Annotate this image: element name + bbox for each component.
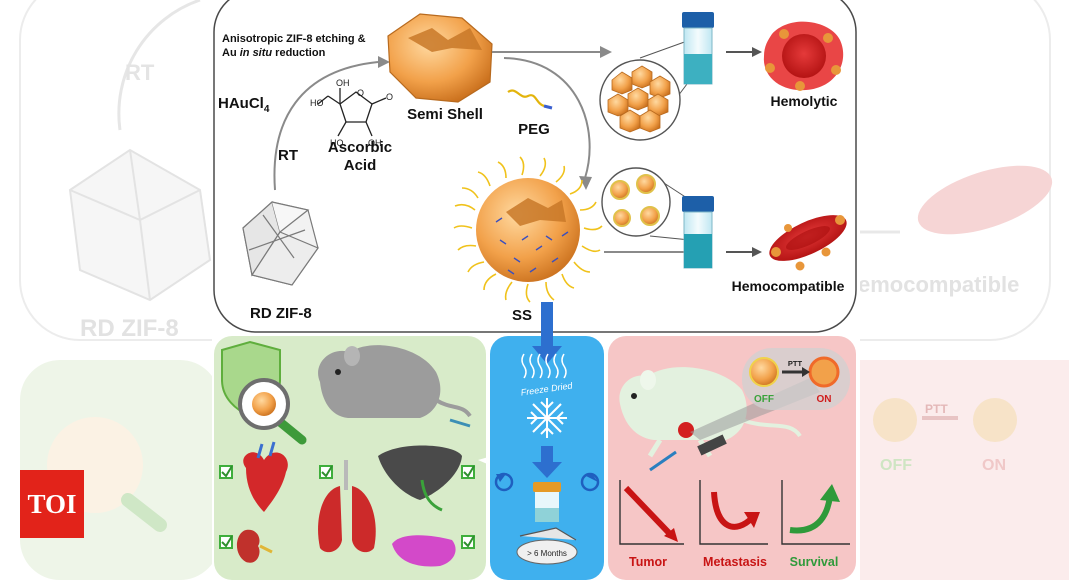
ascorbic-acid-structure xyxy=(317,88,387,137)
etching-label-line2: Au in situ reduction xyxy=(222,47,326,59)
tumor-outcome-plot xyxy=(619,480,684,545)
ascorbic-label-line2: Acid xyxy=(344,157,377,174)
vial-hemolytic xyxy=(682,12,714,85)
vapor-icon xyxy=(521,353,567,379)
rd-zif8-label: RD ZIF-8 xyxy=(250,305,312,322)
peg-chain xyxy=(507,89,545,108)
hemolytic-label: Hemolytic xyxy=(771,93,838,109)
dispersed-zoom-circle xyxy=(601,167,691,241)
hemocompatible-label: Hemocompatible xyxy=(732,278,845,294)
bg-hemocompatible-text: emocompatible xyxy=(858,272,1019,297)
metastasis-outcome-plot xyxy=(699,480,768,545)
haucl4-label: HAuCl4 xyxy=(218,95,270,115)
hemocompatible-cell xyxy=(769,215,847,271)
check-icons xyxy=(219,465,475,549)
spleen-organ xyxy=(392,535,456,567)
bg-rd-zif8-text: RD ZIF-8 xyxy=(80,315,179,342)
etching-label-line1: Anisotropic ZIF-8 etching & xyxy=(222,33,366,45)
tumor-label: Tumor xyxy=(629,555,667,569)
survival-outcome-plot xyxy=(781,480,850,545)
cycle-arrow-right-icon xyxy=(580,472,600,492)
bg-rt-text: RT xyxy=(125,60,155,85)
ss-particle xyxy=(453,156,603,303)
svg-text:OH: OH xyxy=(368,138,382,148)
mouse-grey xyxy=(318,345,472,428)
aggregate-zoom-circle xyxy=(599,39,691,141)
petri-dish xyxy=(516,527,578,565)
zif8-crystal xyxy=(242,200,319,286)
on-label: ON xyxy=(817,394,832,405)
semi-shell-label: Semi Shell xyxy=(407,106,483,123)
metastasis-label: Metastasis xyxy=(703,555,767,569)
months-label: > 6 Months xyxy=(527,549,567,558)
peg-label: PEG xyxy=(518,121,550,138)
bg-off-text: OFF xyxy=(880,457,912,474)
liver-organ xyxy=(378,445,462,512)
kidney-organ xyxy=(236,529,273,563)
svg-text:HO: HO xyxy=(310,98,324,108)
storage-vial xyxy=(533,482,561,522)
survival-label: Survival xyxy=(790,555,839,569)
cycle-arrow-left-icon xyxy=(494,472,514,492)
svg-text:HO: HO xyxy=(330,138,344,148)
svg-text:O: O xyxy=(357,88,364,98)
bg-red-cell xyxy=(917,165,1053,235)
ptt-label: PTT xyxy=(788,359,803,368)
snowflake-icon xyxy=(527,398,567,438)
bg-red-block xyxy=(858,360,1069,580)
off-label: OFF xyxy=(754,394,774,405)
bg-zif8-shape xyxy=(68,148,212,302)
hemolytic-cell xyxy=(763,21,844,91)
svg-text:OH: OH xyxy=(336,78,350,88)
lungs-organ xyxy=(318,460,376,553)
bg-ptt-text: PTT xyxy=(925,402,948,416)
toi-logo: TOI xyxy=(20,470,84,538)
semi-shell-particle xyxy=(387,13,493,103)
ptt-inset xyxy=(742,348,850,410)
rt-label: RT xyxy=(278,147,298,164)
heart-organ xyxy=(243,441,288,512)
ascorbic-label-line1: Ascorbic xyxy=(328,139,392,156)
svg-text:O: O xyxy=(386,92,393,102)
bg-on-text: ON xyxy=(982,457,1006,474)
vial-hemocompatible xyxy=(682,196,714,269)
magnifier-icon xyxy=(238,378,307,445)
ss-label: SS xyxy=(512,307,532,324)
